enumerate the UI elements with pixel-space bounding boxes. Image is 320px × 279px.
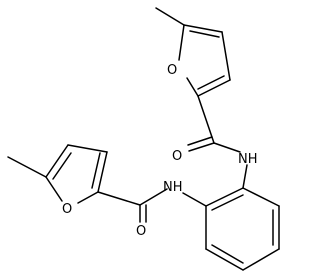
bottom-furan-ring: [7, 144, 108, 204]
bond-c5-c4-top: [183, 24, 223, 33]
bond-c3-c2-top-double: [197, 75, 225, 90]
bond-c2-o-top: [186, 77, 199, 97]
bond-ring-6-inner: [211, 194, 244, 211]
atom-o-furan-bottom: O: [62, 202, 72, 217]
top-amide: [187, 95, 248, 189]
atom-nh-bottom: NH: [163, 180, 183, 195]
bond-ring-nh-bottom: [182, 192, 207, 207]
bond-c2-c3-bottom-double: [91, 152, 101, 189]
bond-ring-4: [205, 248, 244, 271]
structure-diagram: O O NH NH O O: [7, 7, 280, 271]
bond-co-top-1: [188, 142, 215, 152]
atom-o-furan-top: O: [167, 63, 177, 78]
bond-o-c2-bottom: [77, 191, 99, 204]
atom-o-carbonyl-top: O: [172, 149, 182, 164]
bond-carbonyl-nh-top: [213, 142, 241, 153]
benzene-ring: [205, 187, 280, 271]
bond-c2-carbonyl-top: [197, 95, 215, 144]
top-furan-ring: [155, 7, 231, 97]
bond-c5-o-bottom: [45, 176, 63, 202]
atom-o-carbonyl-bottom: O: [136, 224, 146, 239]
bond-ring-4-inner: [211, 244, 244, 264]
bond-c5-c4-top-double: [189, 30, 220, 38]
bond-ring-6: [205, 187, 244, 207]
bond-o-c5-top: [178, 24, 185, 61]
bond-nh-ring-top: [242, 164, 248, 189]
atom-nh-top: NH: [238, 152, 258, 167]
bond-ring-3: [242, 248, 280, 271]
bond-co-top-2: [187, 136, 213, 146]
bond-c4-c5-bottom-double: [52, 152, 72, 180]
bond-c3-c2-top: [197, 79, 231, 97]
bond-c4-c3-top: [221, 31, 231, 81]
bottom-amide: [97, 188, 207, 223]
bond-methyl-top: [155, 7, 185, 26]
bond-c2-c3-bottom: [97, 151, 108, 193]
bond-carbonyl-c2-bottom: [97, 191, 141, 206]
bond-ring-1: [242, 187, 280, 207]
bond-methyl-bottom: [7, 156, 47, 178]
bond-c4-c5-bottom: [45, 144, 69, 178]
bond-c3-c4-bottom: [67, 144, 108, 153]
bond-nh-carbonyl-bottom: [139, 188, 168, 206]
molecule-svg: O O NH NH O O: [7, 7, 280, 271]
